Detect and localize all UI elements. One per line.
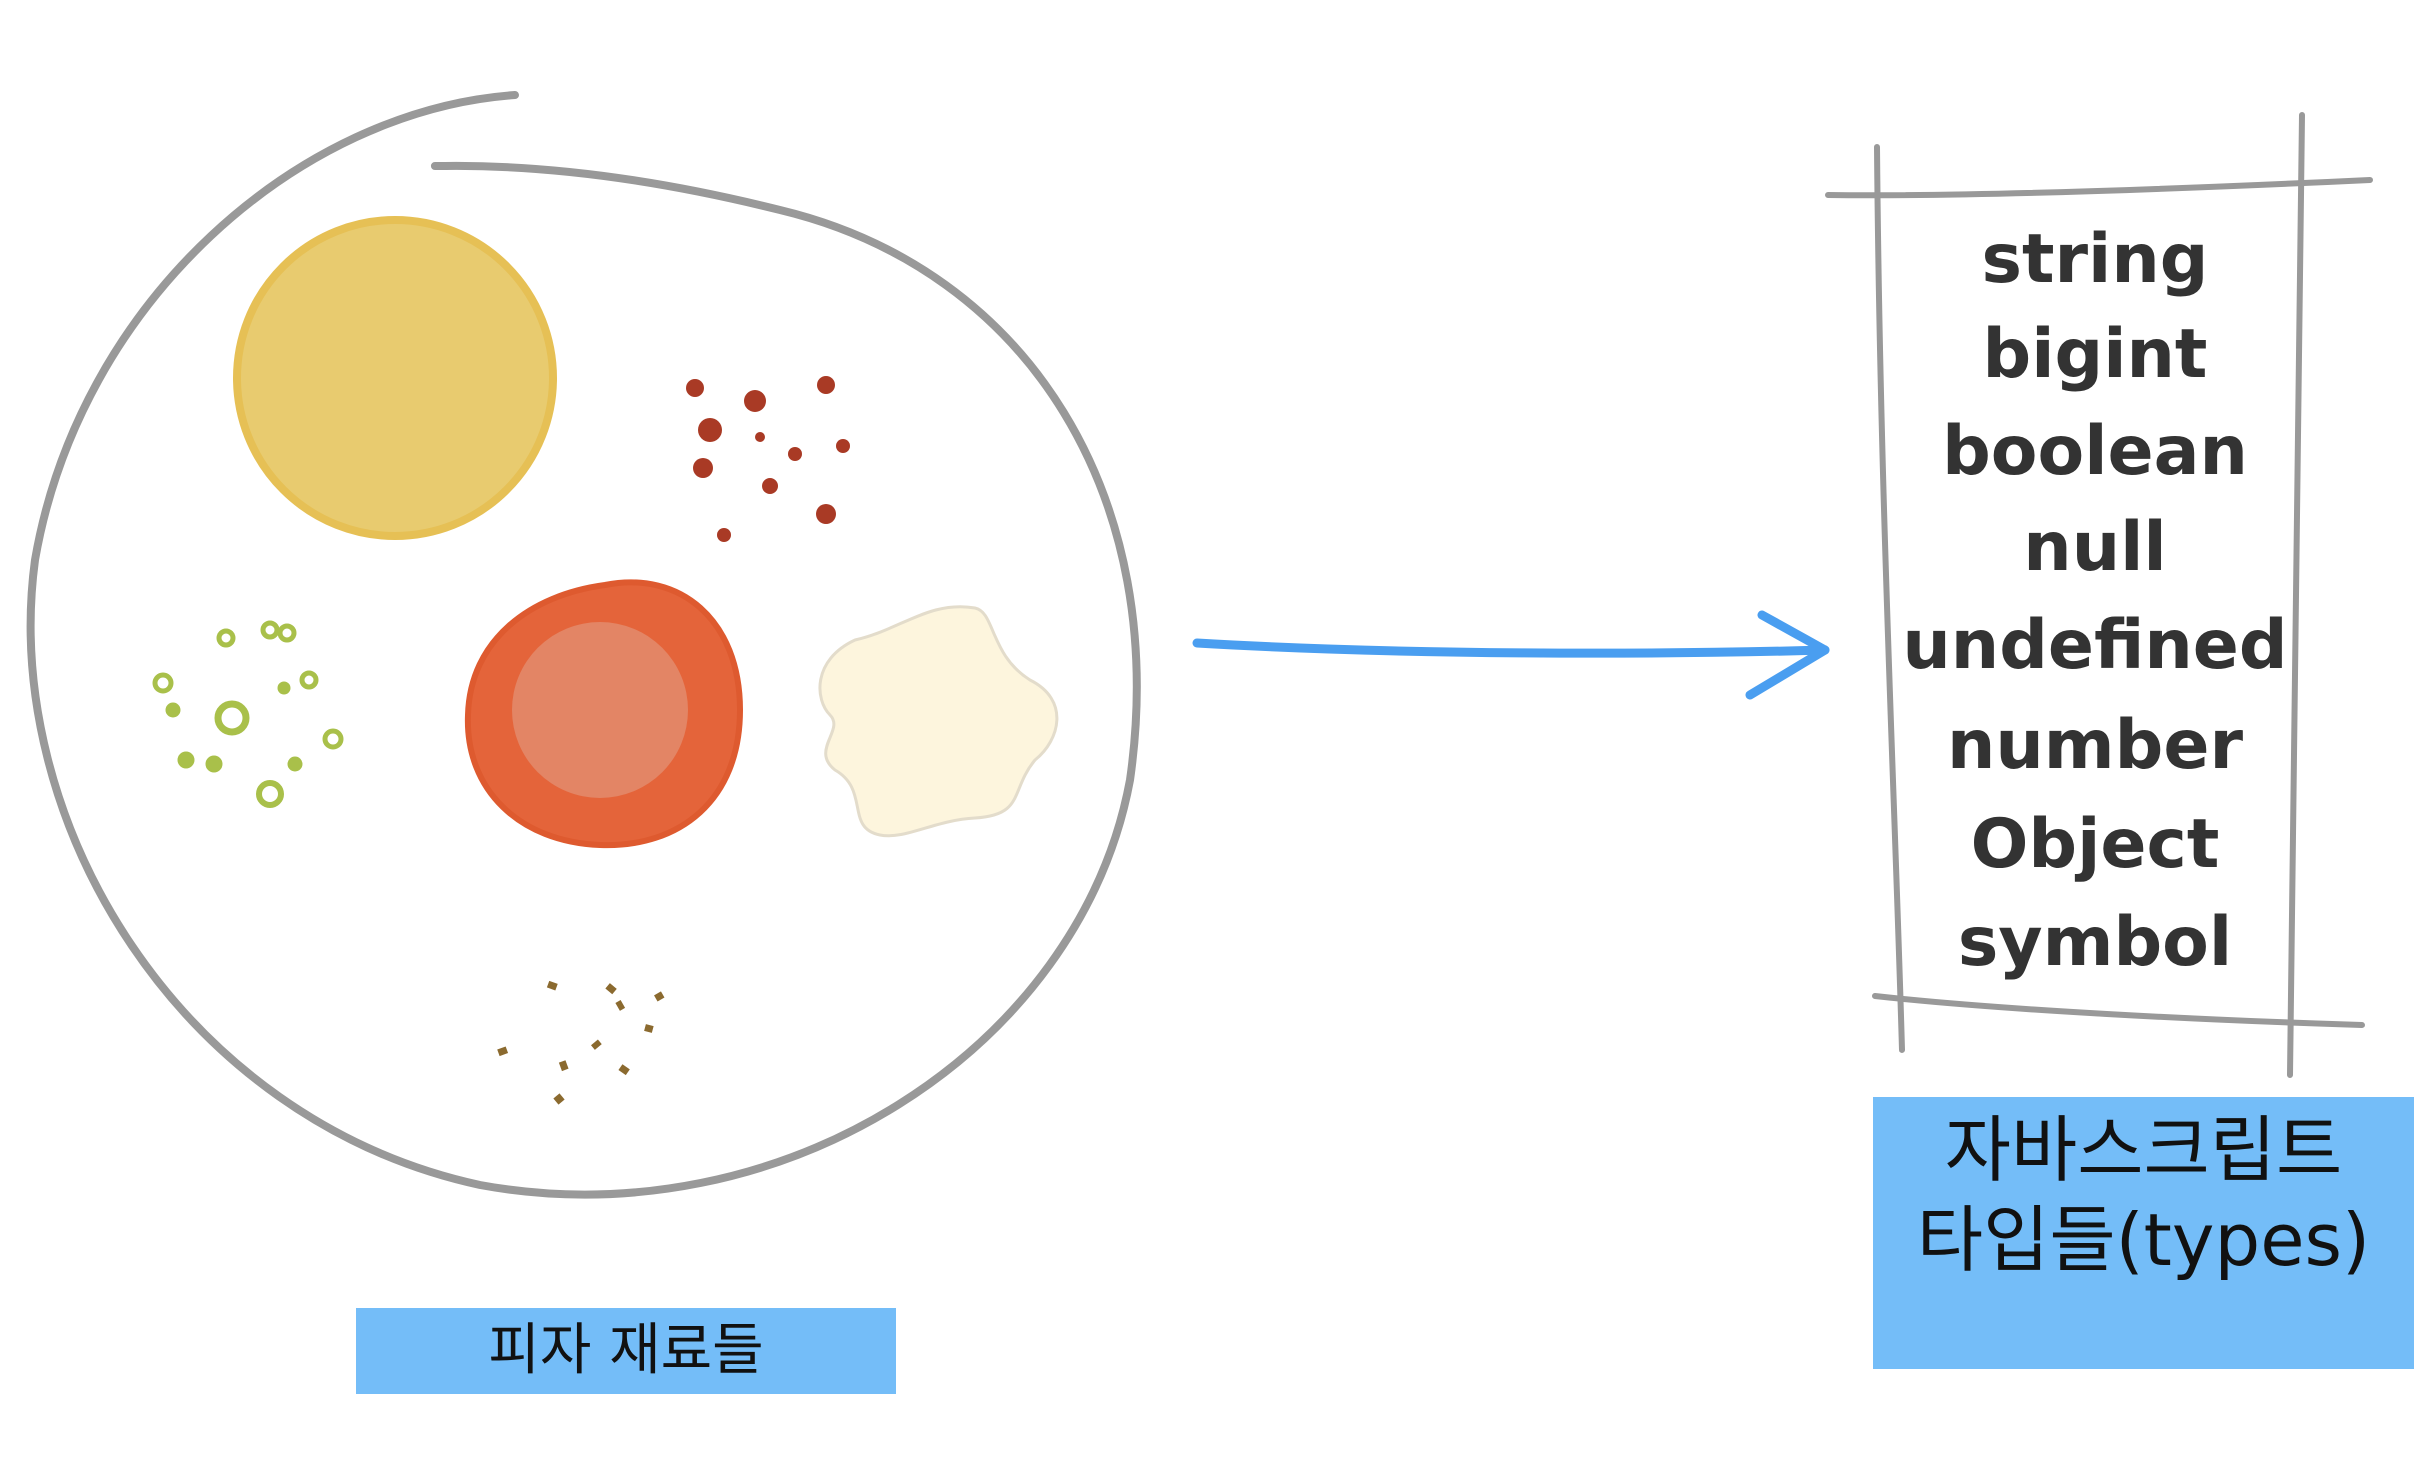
type-item: null (2023, 508, 2166, 587)
tomato-slice-icon (464, 579, 744, 849)
type-item: number (1947, 706, 2243, 785)
pizza-ingredients-caption: 피자 재료들 (356, 1308, 896, 1394)
pizza-bowl-outline (26, 91, 1141, 1199)
pepper-flakes-icon (686, 376, 850, 542)
type-item: Object (1971, 805, 2220, 884)
types-list-frame (1825, 112, 2373, 1078)
arrow-icon (1192, 610, 1830, 700)
types-list: string bigint boolean null undefined num… (1902, 220, 2287, 982)
type-item: boolean (1942, 412, 2248, 491)
bowl-outline-stroke-1 (26, 91, 1141, 1199)
pizza-ingredients-label: 피자 재료들 (488, 1318, 764, 1383)
type-item: bigint (1983, 315, 2208, 394)
dough-circle-icon (233, 216, 557, 540)
dried-herbs-icon (497, 980, 665, 1105)
type-item: string (1982, 220, 2209, 299)
javascript-types-label-line1: 자바스크립트 (1944, 1108, 2343, 1192)
type-item: symbol (1958, 903, 2232, 982)
cheese-piece-icon (818, 605, 1059, 838)
javascript-types-label-line2: 타입들(types) (1916, 1198, 2371, 1282)
green-onion-bits-icon (152, 620, 344, 808)
javascript-types-caption: 자바스크립트 타입들(types) (1873, 1097, 2414, 1369)
type-item: undefined (1902, 606, 2287, 685)
